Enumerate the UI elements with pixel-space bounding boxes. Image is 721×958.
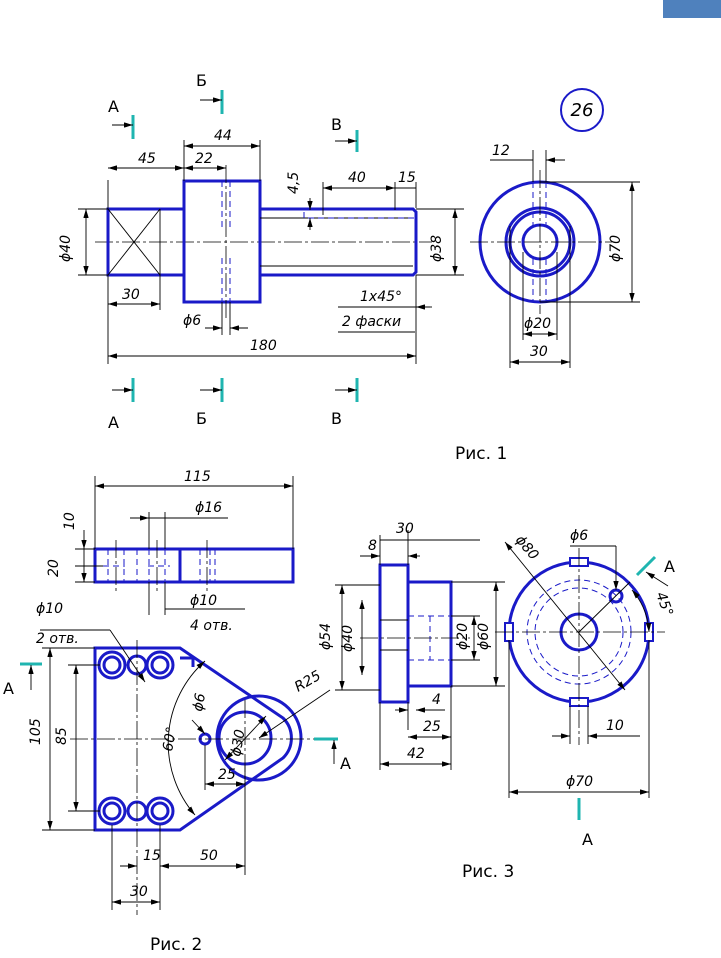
dim-22: 22 (195, 151, 213, 167)
sheet-number: 26 (571, 100, 594, 121)
dim-45deg: 45° (652, 590, 676, 619)
plate-top-view: 115 10 20 ϕ16 ϕ10 4 отв. (46, 469, 295, 634)
dim-25: 25 (218, 767, 236, 783)
dim-85: 85 (54, 727, 70, 745)
dim-30b: 30 (530, 344, 548, 360)
dim-phi6: ϕ6 (570, 528, 588, 544)
dim-20: 20 (46, 559, 62, 577)
figure-caption: Рис. 3 (462, 862, 514, 882)
dim-30: 30 (396, 521, 414, 537)
dim-40: 40 (348, 170, 366, 186)
dim-phi40: ϕ40 (340, 625, 356, 652)
dim-phi70: ϕ70 (608, 235, 624, 262)
dim-phi16: ϕ16 (195, 500, 222, 516)
dim-4-5: 4,5 (286, 172, 302, 194)
dim-phi6: ϕ6 (190, 692, 209, 713)
dim-180: 180 (250, 338, 277, 354)
dim-60deg: 60° (160, 725, 180, 752)
dim-10: 10 (606, 718, 624, 734)
section-label: А (340, 754, 351, 773)
dim-15: 15 (398, 170, 416, 186)
dim-45: 45 (138, 151, 156, 167)
holes-4: 4 отв. (190, 618, 233, 634)
section-label: Б (196, 71, 207, 90)
flange-front-view: 30 8 ϕ54 ϕ40 ϕ20 ϕ60 4 25 (318, 521, 505, 770)
dim-4: 4 (432, 692, 441, 708)
dim-25: 25 (423, 719, 441, 735)
dim-phi10b: ϕ10 (190, 593, 217, 609)
figure-caption: Рис. 1 (455, 444, 507, 464)
shaft-dimensions: 45 44 22 4,5 40 15 ϕ40 ϕ38 (58, 128, 464, 364)
section-label: А (3, 679, 14, 698)
dim-phi38: ϕ38 (429, 235, 445, 262)
dim-phi6: ϕ6 (183, 313, 201, 329)
dim-r25: R25 (292, 668, 324, 696)
dim-phi70: ϕ70 (566, 774, 593, 790)
section-markers: А Б В А Б В (108, 71, 359, 432)
figure-1: А Б В А Б В (58, 71, 640, 464)
flange-side-view: А ϕ80 ϕ6 45° 10 ϕ70 А (495, 528, 676, 849)
chamfer-note: 2 фаски (342, 314, 401, 330)
holes-2: 2 отв. (36, 631, 79, 647)
section-label: В (331, 115, 342, 134)
dim-phi80: ϕ80 (512, 532, 542, 563)
dim-12: 12 (492, 143, 510, 159)
figure-3: 30 8 ϕ54 ϕ40 ϕ20 ϕ60 4 25 (318, 521, 676, 882)
dim-115: 115 (184, 469, 211, 485)
dim-50: 50 (200, 848, 218, 864)
dim-30: 30 (130, 884, 148, 900)
dim-44: 44 (214, 128, 232, 144)
figure-2: 115 10 20 ϕ16 ϕ10 4 отв. (3, 469, 351, 955)
dim-phi10: ϕ10 (36, 601, 63, 617)
dim-42: 42 (407, 746, 425, 762)
dim-phi54: ϕ54 (318, 623, 334, 650)
dim-phi30: ϕ30 (228, 728, 248, 758)
dim-10: 10 (62, 512, 78, 530)
dim-phi20: ϕ20 (524, 316, 551, 332)
plate-plan-view: А А 105 85 ϕ10 2 отв. 60° ϕ6 ϕ30 R25 (3, 601, 351, 915)
dim-phi60: ϕ60 (476, 623, 492, 650)
section-label: А (108, 413, 119, 432)
section-label: А (108, 97, 119, 116)
dim-15: 15 (143, 848, 161, 864)
dim-8: 8 (368, 538, 377, 554)
section-label: В (331, 409, 342, 428)
dim-phi20: ϕ20 (455, 623, 471, 650)
page-corner-tab (663, 0, 721, 18)
dim-105: 105 (28, 718, 44, 745)
dim-phi40: ϕ40 (58, 235, 74, 262)
section-label: А (582, 830, 593, 849)
section-label: Б (196, 409, 207, 428)
section-label: А (664, 557, 675, 576)
shaft-side-view: 12 ϕ70 ϕ20 30 (470, 143, 640, 368)
sheet-number-badge: 26 (560, 88, 604, 132)
dim-30: 30 (122, 287, 140, 303)
figure-caption: Рис. 2 (150, 935, 202, 955)
dim-chamfer: 1x45° (360, 289, 402, 305)
